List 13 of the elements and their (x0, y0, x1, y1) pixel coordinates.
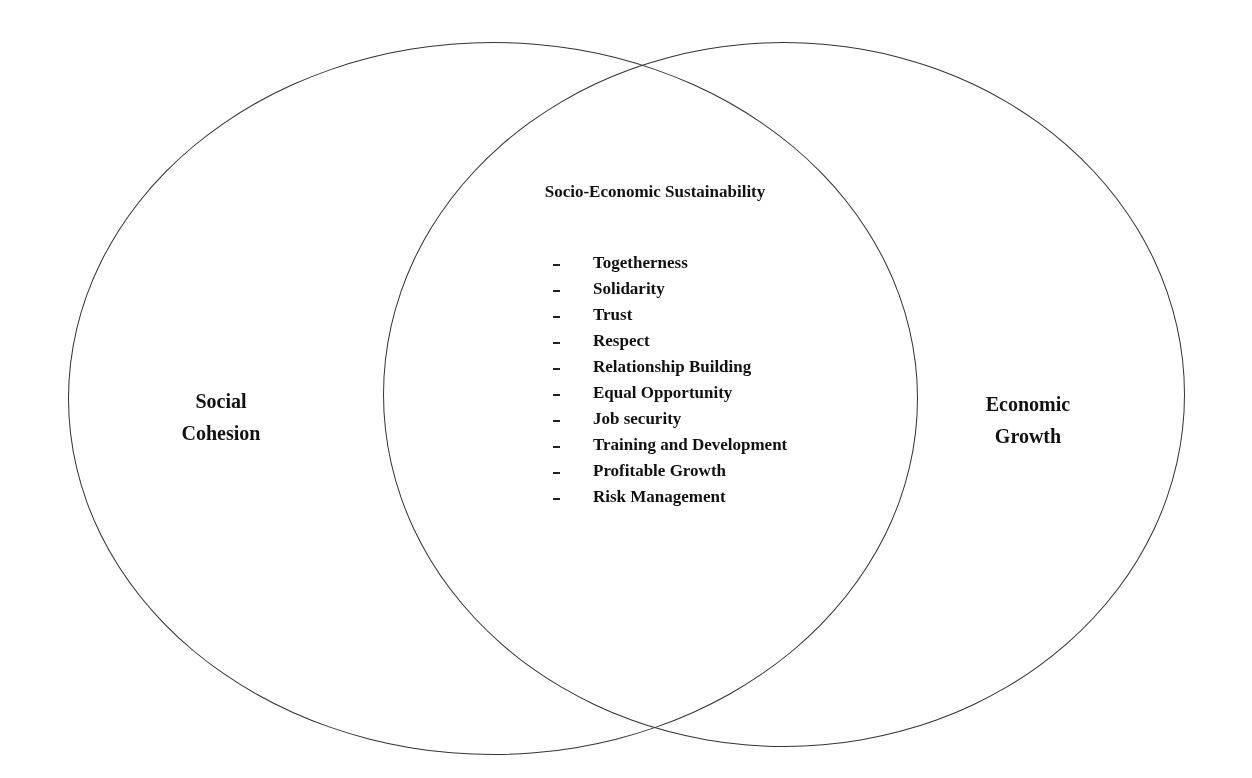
list-item: Equal Opportunity (593, 382, 733, 404)
list-item: Trust (593, 304, 633, 326)
circle-label: Economic Growth (984, 392, 1072, 449)
list-item: Risk Management (593, 486, 726, 508)
circle-label: Social Cohesion (180, 389, 262, 446)
list-item: Job security (593, 408, 682, 430)
list-item: Relationship Building (593, 356, 752, 378)
list-item: Profitable Growth (593, 460, 726, 482)
list-item: Respect (593, 330, 650, 352)
list-item: Solidarity (593, 278, 665, 300)
heading: Socio-Economic Sustainability (543, 181, 767, 203)
list-item: Training and Development (593, 434, 788, 456)
list-item: Togetherness (593, 252, 688, 274)
